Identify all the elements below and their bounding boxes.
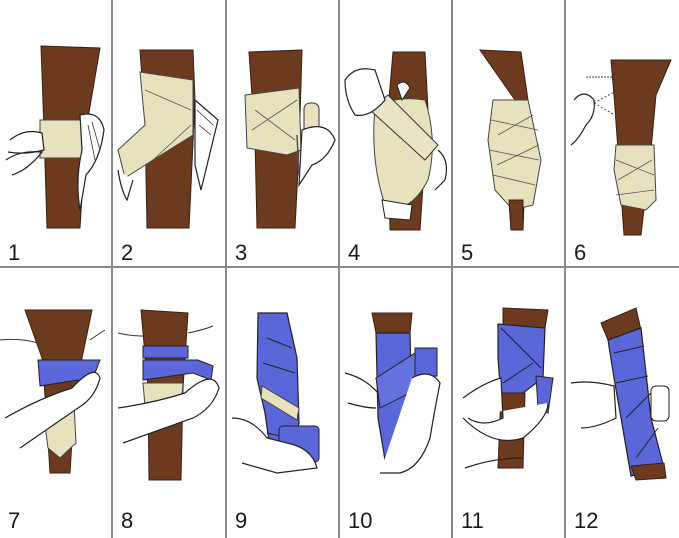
step-panel-6: 6 [566,0,679,268]
step-panel-5: 5 [453,0,566,268]
step-7-illustration [0,309,106,474]
step-panel-3: 3 [227,0,340,268]
step-panel-9: 9 [227,268,340,538]
step-panel-10: 10 [340,268,453,538]
step-11-illustration [462,307,554,469]
step-number: 10 [348,508,373,533]
step-5-illustration [479,49,542,231]
step-panel-4: 4 [340,0,453,268]
step-9-illustration [231,312,320,474]
step-panel-1: 1 [0,0,113,268]
step-10-illustration [344,312,441,474]
step-number: 12 [574,508,599,533]
step-8-illustration [117,309,220,481]
step-number: 8 [121,508,134,533]
step-panel-2: 2 [113,0,227,268]
step-number: 3 [235,240,248,265]
step-number: 4 [348,240,361,265]
step-12-illustration [570,307,670,481]
step-number: 1 [8,240,21,265]
step-panel-12: 12 [566,268,679,538]
step-6-illustration [570,59,672,236]
step-2-illustration [117,49,219,229]
step-number: 11 [461,508,484,533]
step-1-illustration [5,45,105,229]
step-panel-11: 11 [453,268,566,538]
step-panel-7: 7 [0,268,113,538]
step-3-illustration [244,49,336,229]
step-number: 9 [235,508,248,533]
step-number: 7 [8,508,21,533]
step-number: 2 [121,240,134,265]
step-number: 5 [461,240,474,265]
step-number: 6 [574,240,587,265]
step-panel-8: 8 [113,268,227,538]
step-4-illustration [344,51,448,231]
